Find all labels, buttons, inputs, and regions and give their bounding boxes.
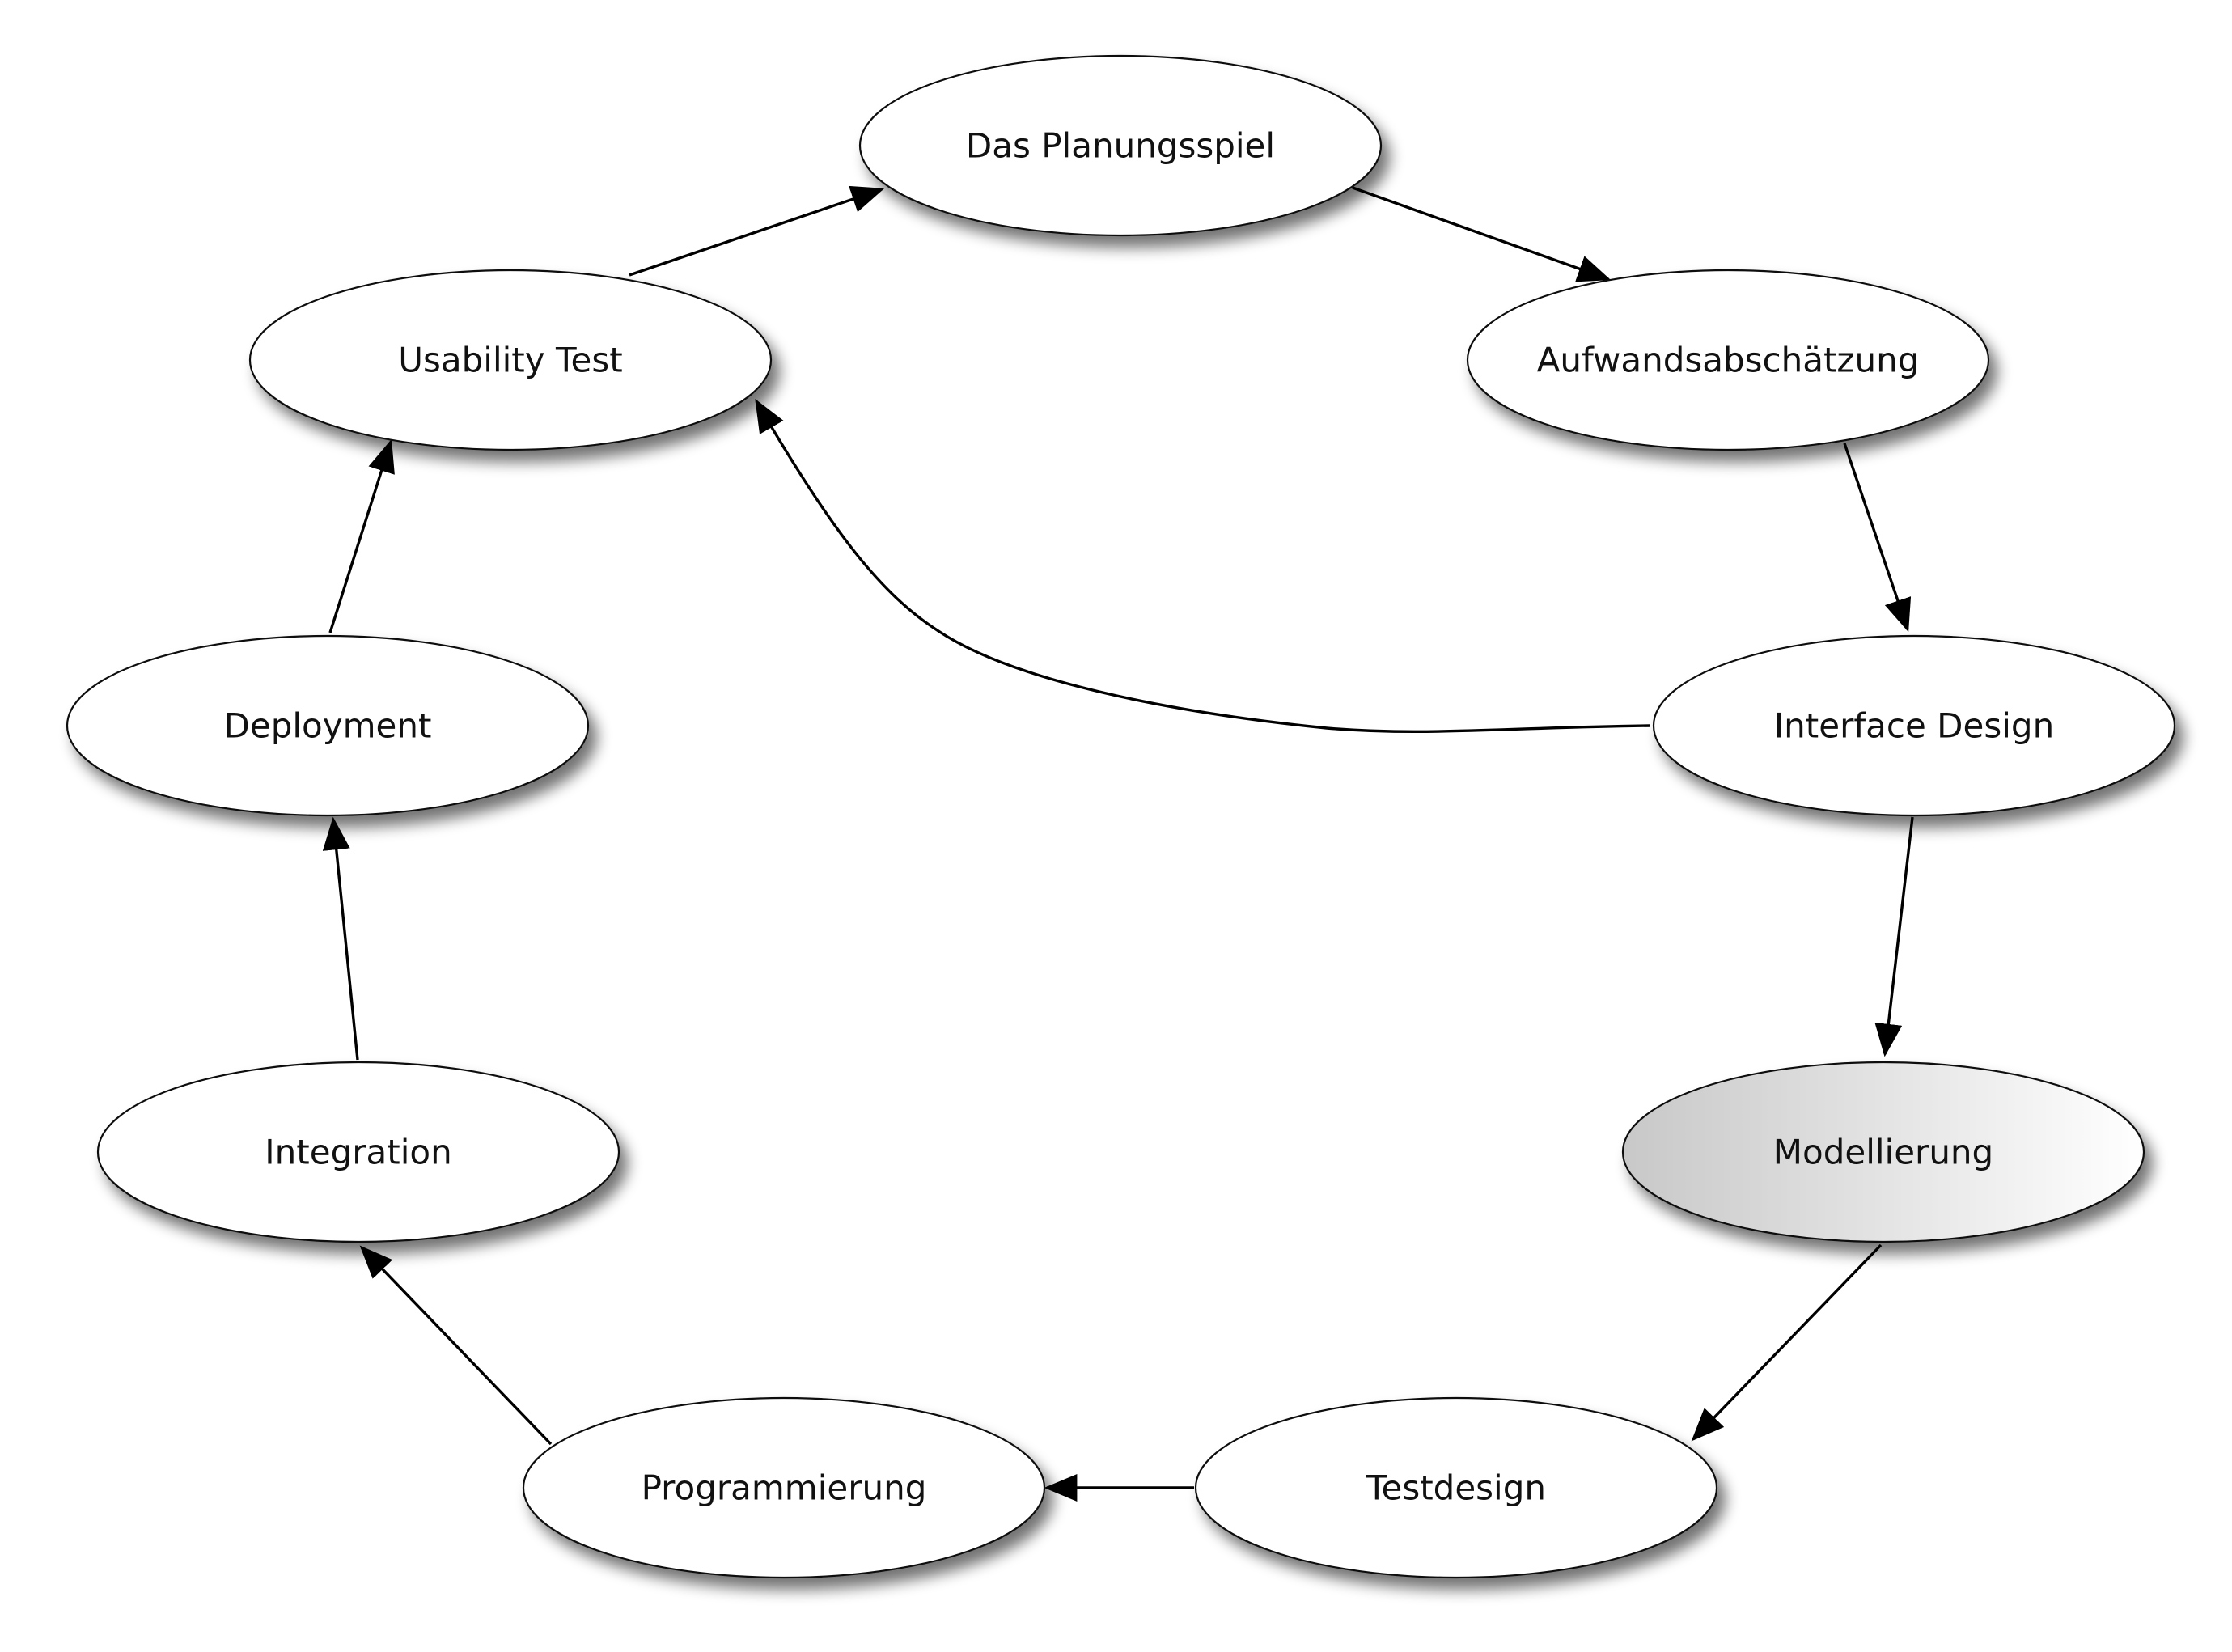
node-aufwand[interactable]: Aufwandsabschätzung bbox=[1466, 269, 1990, 451]
node-label: Usability Test bbox=[398, 341, 622, 380]
node-ellipse bbox=[96, 1061, 620, 1243]
node-ellipse bbox=[66, 634, 590, 817]
node-usability[interactable]: Usability Test bbox=[248, 269, 773, 451]
edge-integration-to-deployment bbox=[322, 816, 359, 1061]
edge-modellierung-to-testdesign bbox=[1691, 1243, 1883, 1442]
node-ellipse bbox=[522, 1396, 1046, 1579]
edge-aufwand-to-interface bbox=[1843, 443, 1912, 633]
nodes-layer: Das Planungsspiel Aufwandsabschätzung In… bbox=[66, 54, 2176, 1579]
node-label: Integration bbox=[265, 1133, 451, 1172]
node-label: Programmierung bbox=[642, 1468, 927, 1508]
node-testdesign[interactable]: Testdesign bbox=[1194, 1396, 1718, 1579]
node-label: Testdesign bbox=[1366, 1468, 1546, 1508]
node-deployment[interactable]: Deployment bbox=[66, 634, 590, 817]
node-label: Modellierung bbox=[1773, 1133, 1993, 1172]
node-planungsspiel[interactable]: Das Planungsspiel bbox=[858, 54, 1383, 237]
edge-interface-to-usability bbox=[755, 399, 1651, 734]
node-label: Deployment bbox=[224, 706, 432, 746]
edge-deployment-to-usability bbox=[328, 438, 395, 633]
node-interface[interactable]: Interface Design bbox=[1652, 634, 2176, 817]
node-ellipse bbox=[248, 269, 773, 451]
node-programmierung[interactable]: Programmierung bbox=[522, 1396, 1046, 1579]
node-label: Interface Design bbox=[1774, 706, 2054, 746]
node-label: Das Planungsspiel bbox=[966, 126, 1275, 166]
edge-programmierung-to-integration bbox=[359, 1245, 553, 1446]
node-ellipse-highlighted bbox=[1621, 1061, 2145, 1243]
node-modellierung[interactable]: Modellierung bbox=[1621, 1061, 2145, 1243]
edge-planungsspiel-to-aufwand bbox=[1352, 186, 1612, 282]
node-ellipse bbox=[1466, 269, 1990, 451]
node-integration[interactable]: Integration bbox=[96, 1061, 620, 1243]
node-ellipse bbox=[858, 54, 1383, 237]
edges-layer bbox=[322, 185, 1914, 1502]
node-label: Aufwandsabschätzung bbox=[1537, 341, 1920, 380]
node-ellipse bbox=[1652, 634, 2176, 817]
node-ellipse bbox=[1194, 1396, 1718, 1579]
edge-interface-to-modellierung bbox=[1874, 816, 1914, 1057]
edge-usability-to-planungsspiel bbox=[629, 185, 885, 277]
